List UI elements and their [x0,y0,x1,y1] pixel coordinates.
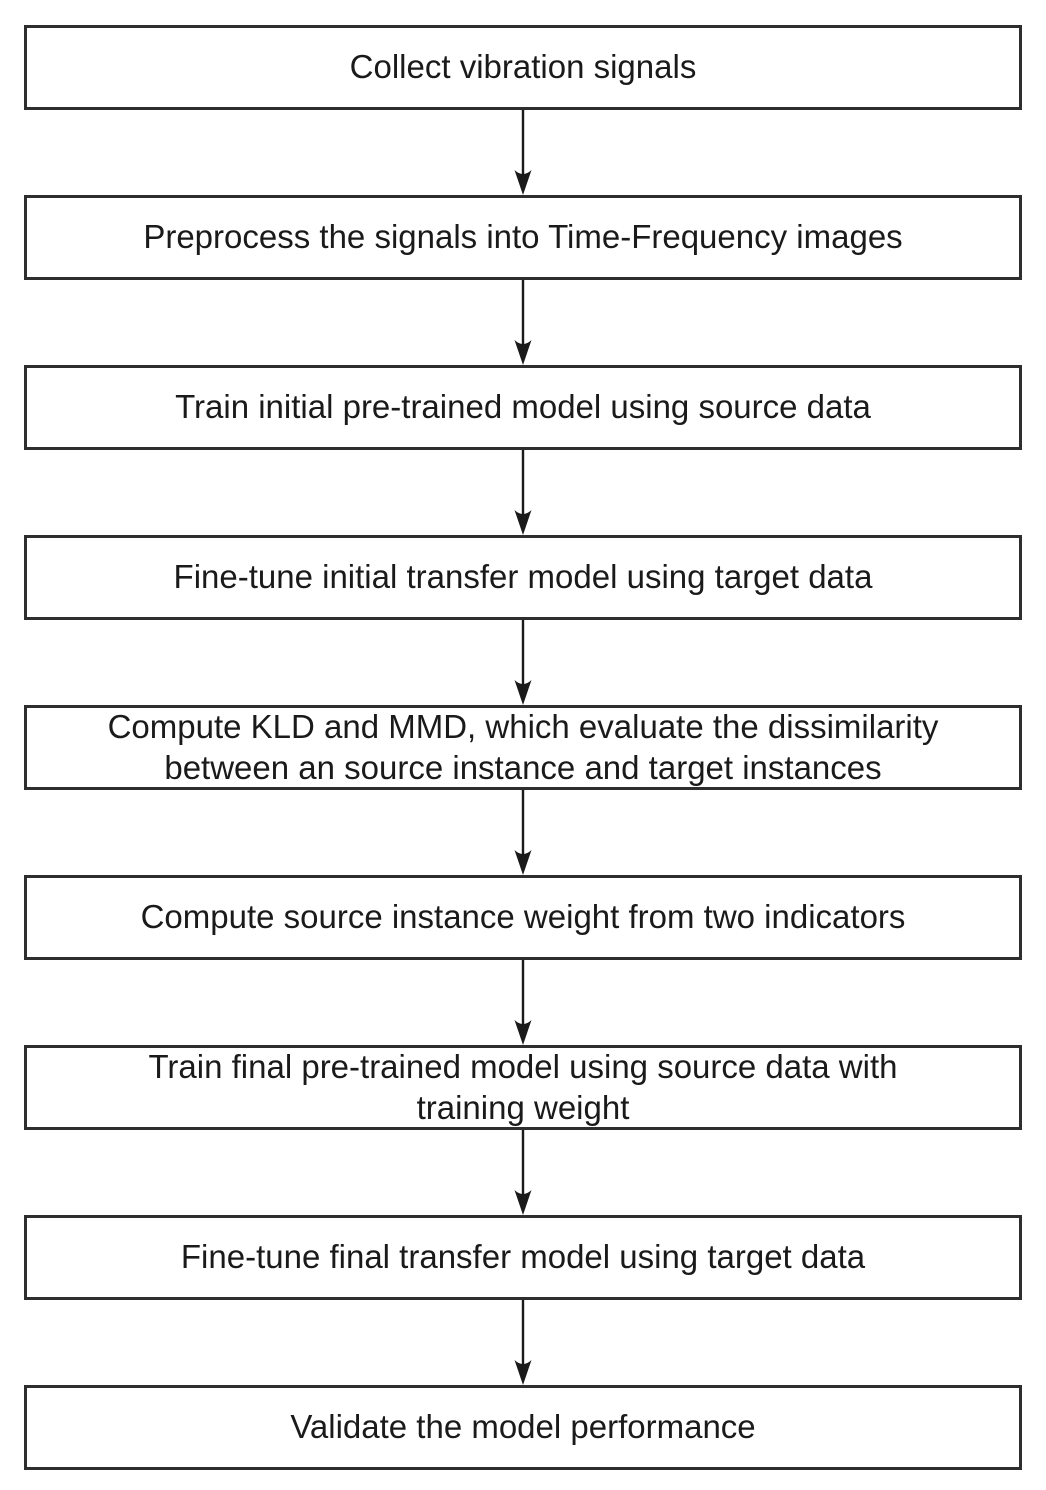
down-arrow [514,110,532,195]
flow-step-train-final-model: Train final pre-trained model using sour… [24,1045,1022,1130]
flow-step-label: Compute source instance weight from two … [140,898,906,936]
flow-step-label: Preprocess the signals into Time-Frequen… [143,218,903,256]
flow-step-label: Collect vibration signals [349,48,697,86]
flow-step-label: Fine-tune final transfer model using tar… [180,1238,866,1276]
flow-step-label: Compute KLD and MMD, which evaluate the … [107,708,939,786]
flow-step-train-initial-model: Train initial pre-trained model using so… [24,365,1022,450]
flow-step-finetune-final-model: Fine-tune final transfer model using tar… [24,1215,1022,1300]
flow-step-label: Fine-tune initial transfer model using t… [173,558,873,596]
flow-step-label: Train initial pre-trained model using so… [175,388,871,426]
flow-step-finetune-initial-model: Fine-tune initial transfer model using t… [24,535,1022,620]
flow-step-compute-kld-mmd: Compute KLD and MMD, which evaluate the … [24,705,1022,790]
down-arrow [514,790,532,875]
down-arrow [514,280,532,365]
flow-step-collect-signals: Collect vibration signals [24,25,1022,110]
down-arrow [514,1300,532,1385]
down-arrow [514,1130,532,1215]
down-arrow [514,960,532,1045]
flow-step-preprocess-signals: Preprocess the signals into Time-Frequen… [24,195,1022,280]
down-arrow [514,450,532,535]
flow-step-compute-instance-weight: Compute source instance weight from two … [24,875,1022,960]
flow-step-label: Validate the model performance [290,1408,756,1446]
down-arrow [514,620,532,705]
flow-step-validate-performance: Validate the model performance [24,1385,1022,1470]
flow-step-label: Train final pre-trained model using sour… [148,1048,898,1126]
